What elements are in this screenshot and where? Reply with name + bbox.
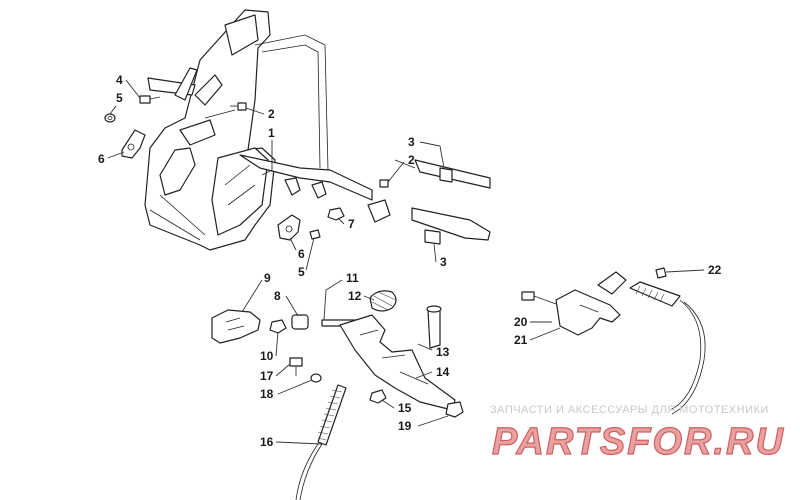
watermark-logo-text: PARTSFOR.RU bbox=[492, 421, 785, 463]
callout-16: 16 bbox=[260, 435, 323, 449]
callout-6-upper: 6 bbox=[98, 151, 125, 166]
bolt-13 bbox=[426, 305, 442, 349]
callout-5-lower: 5 bbox=[298, 237, 315, 279]
nut-19 bbox=[445, 401, 464, 418]
callout-21: 21 bbox=[514, 327, 561, 347]
label-text: 20 bbox=[514, 315, 528, 329]
throttle-lever-9 bbox=[211, 309, 261, 344]
callout-3-upper: 3 bbox=[408, 135, 445, 169]
washer-18 bbox=[310, 373, 322, 383]
label-text: 7 bbox=[348, 217, 355, 231]
bolt-4 bbox=[139, 95, 161, 104]
callout-14: 14 bbox=[415, 365, 450, 379]
label-text: 18 bbox=[260, 387, 274, 401]
label-text: 22 bbox=[708, 263, 722, 277]
callout-11: 11 bbox=[323, 271, 359, 321]
callout-5-upper: 5 bbox=[109, 91, 123, 115]
label-text: 14 bbox=[436, 365, 450, 379]
washer-5 bbox=[104, 113, 116, 123]
label-text: 3 bbox=[440, 255, 447, 269]
bracket-plate-right bbox=[379, 159, 491, 245]
callout-9: 9 bbox=[241, 271, 271, 313]
callout-1: 1 bbox=[261, 126, 275, 176]
label-text: 6 bbox=[298, 247, 305, 261]
label-text: 2 bbox=[268, 107, 275, 121]
callout-7: 7 bbox=[337, 217, 355, 231]
label-text: 3 bbox=[408, 135, 415, 149]
nut-7 bbox=[327, 207, 345, 221]
label-text: 19 bbox=[398, 419, 412, 433]
callout-20: 20 bbox=[514, 315, 552, 329]
callout-18: 18 bbox=[260, 379, 313, 401]
callout-4: 4 bbox=[116, 73, 141, 99]
spring-12 bbox=[369, 290, 397, 312]
throttle-housing bbox=[339, 314, 456, 411]
clip-6-upper bbox=[121, 129, 146, 159]
bushing-8 bbox=[291, 314, 309, 330]
label-text: 5 bbox=[298, 265, 305, 279]
callout-22: 22 bbox=[665, 263, 722, 277]
label-text: 5 bbox=[116, 91, 123, 105]
callout-19: 19 bbox=[398, 415, 449, 433]
callout-6-lower: 6 bbox=[289, 237, 305, 261]
label-text: 1 bbox=[268, 126, 275, 140]
label-text: 15 bbox=[398, 401, 412, 415]
label-text: 6 bbox=[98, 152, 105, 166]
label-text: 16 bbox=[260, 435, 274, 449]
screw-5-lower bbox=[309, 229, 321, 240]
callout-2-right: 2 bbox=[387, 153, 415, 183]
clip-6-lower bbox=[277, 214, 301, 241]
callout-12: 12 bbox=[348, 289, 375, 303]
label-text: 12 bbox=[348, 289, 362, 303]
cable-end-22 bbox=[597, 267, 706, 415]
throttle-cable-16 bbox=[295, 384, 347, 500]
label-text: 8 bbox=[274, 289, 281, 303]
callout-15: 15 bbox=[381, 399, 412, 415]
label-text: 13 bbox=[436, 345, 450, 359]
watermark-subtitle: ЗАПЧАСТИ И АКСЕССУАРЫ ДЛЯ МОТОТЕХНИКИ bbox=[490, 404, 769, 416]
nut-10 bbox=[269, 319, 287, 334]
callout-8: 8 bbox=[274, 289, 299, 317]
label-text: 10 bbox=[260, 349, 274, 363]
label-text: 2 bbox=[408, 153, 415, 167]
label-text: 11 bbox=[346, 271, 359, 285]
label-text: 17 bbox=[260, 369, 274, 383]
mounting-bracket-frame bbox=[144, 9, 391, 251]
label-text: 4 bbox=[116, 73, 123, 87]
screw-17 bbox=[289, 357, 303, 376]
bolt-20 bbox=[521, 291, 557, 305]
callout-2-upper: 2 bbox=[245, 107, 275, 121]
callout-17: 17 bbox=[260, 363, 291, 383]
cable-bracket-21 bbox=[555, 289, 621, 336]
screw-2-upper bbox=[230, 102, 247, 111]
label-text: 21 bbox=[514, 333, 528, 347]
label-text: 9 bbox=[264, 271, 271, 285]
callout-3-lower: 3 bbox=[433, 243, 447, 269]
watermark-logo: PARTSFOR.RU bbox=[491, 420, 785, 463]
callout-13: 13 bbox=[417, 343, 450, 359]
callout-10: 10 bbox=[260, 331, 279, 363]
